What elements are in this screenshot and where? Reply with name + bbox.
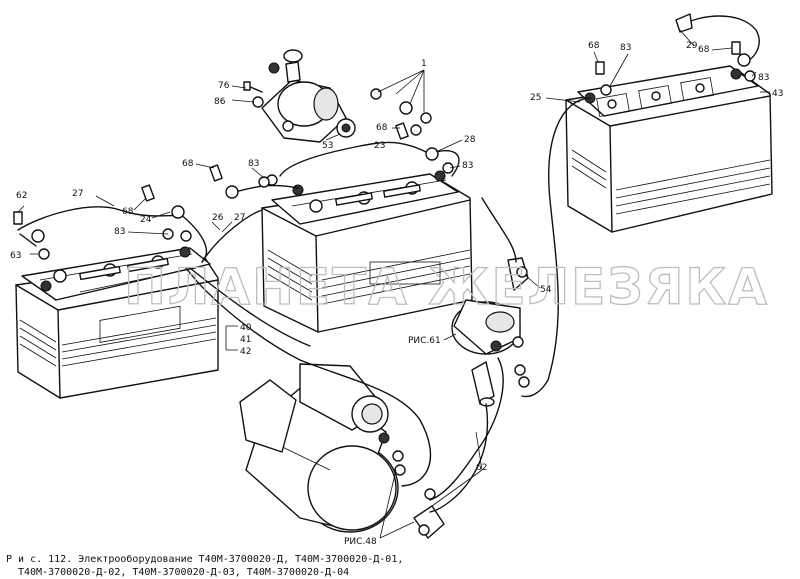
label-23: 23 [374, 141, 385, 151]
label-68d: 68 [588, 41, 600, 51]
ground-switch [243, 49, 432, 143]
battery-center [261, 170, 473, 333]
label-53: 53 [322, 141, 333, 151]
label-68b: 68 [182, 159, 194, 169]
label-1: 1 [421, 59, 427, 69]
label-62b: 62 [476, 463, 487, 473]
starter-motor [239, 363, 406, 533]
label-40: 40 [240, 323, 252, 333]
label-54: 54 [540, 285, 552, 295]
terminal-boots [413, 361, 495, 539]
label-68c: 68 [122, 207, 134, 217]
label-28: 28 [464, 135, 476, 145]
label-86: 86 [214, 97, 226, 107]
fasteners [13, 41, 756, 278]
label-26: 26 [212, 213, 224, 223]
label-83c: 83 [114, 227, 125, 237]
label-27b: 27 [234, 213, 245, 223]
label-42: 42 [240, 347, 251, 357]
watermark: ПЛАНЕТА ЖЕЛЕЗЯКА [124, 258, 769, 316]
relay [451, 257, 530, 388]
label-83d: 83 [620, 43, 631, 53]
label-43: 43 [772, 89, 783, 99]
label-63: 63 [10, 251, 21, 261]
caption-line-1: Р и с. 112. Электрооборудование Т40М-370… [6, 553, 403, 565]
battery-left [15, 246, 219, 399]
label-62a: 62 [16, 191, 27, 201]
label-68a: 68 [376, 123, 388, 133]
label-ris48: РИС.48 [344, 537, 377, 547]
caption-line-2: Т40М-3700020-Д-02, Т40М-3700020-Д-03, Т4… [18, 567, 349, 578]
label-29: 29 [686, 41, 698, 51]
callout-labels: 1 76 86 53 23 68 28 83 68 83 27 62 68 24… [10, 41, 783, 547]
battery-right [565, 65, 773, 233]
label-76: 76 [218, 81, 230, 91]
label-68e: 68 [698, 45, 710, 55]
label-41: 41 [240, 335, 251, 345]
label-83e: 83 [758, 73, 769, 83]
label-25: 25 [530, 93, 541, 103]
label-27a: 27 [72, 189, 83, 199]
label-83a: 83 [462, 161, 473, 171]
label-ris61: РИС.61 [408, 336, 441, 346]
leader-lines [17, 29, 770, 539]
label-83b: 83 [248, 159, 259, 169]
label-24: 24 [140, 215, 152, 225]
cables [17, 13, 760, 513]
